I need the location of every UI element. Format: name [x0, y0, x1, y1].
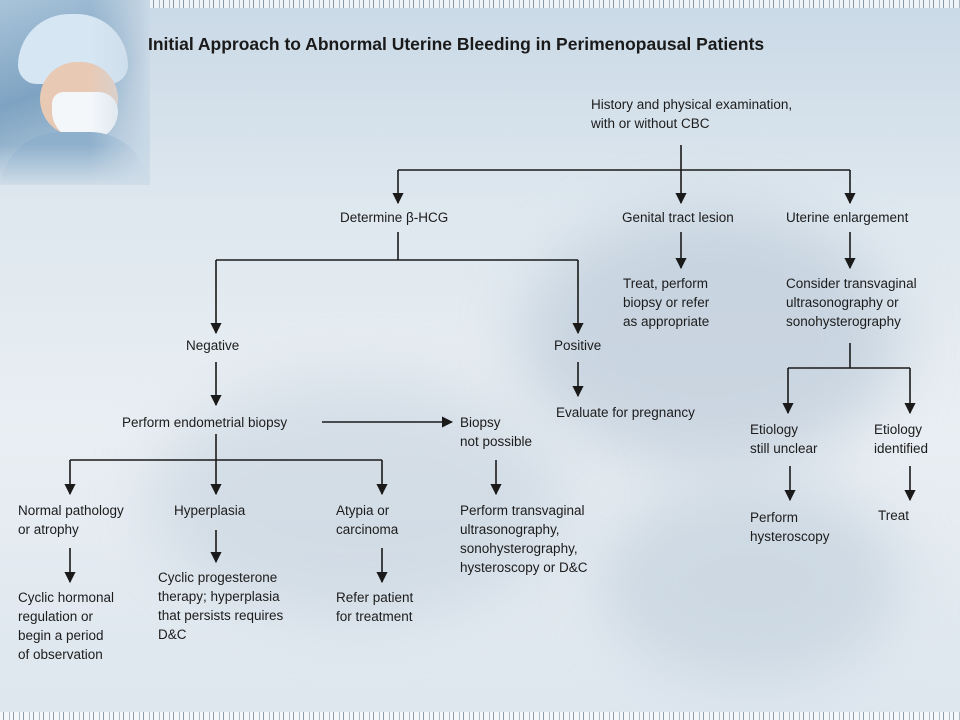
node-refer-patient: Refer patient for treatment: [336, 590, 414, 624]
node-cyclic-progesterone: Cyclic progesterone therapy; hyperplasia…: [158, 570, 284, 642]
node-treat-biopsy-refer: Treat, perform biopsy or refer as approp…: [623, 276, 710, 329]
node-hyperplasia: Hyperplasia: [174, 503, 246, 518]
node-atypia-carcinoma: Atypia or carcinoma: [336, 503, 399, 537]
node-history-exam: History and physical examination, with o…: [591, 97, 793, 131]
node-biopsy-not-possible: Biopsy not possible: [460, 415, 533, 449]
node-positive: Positive: [554, 338, 602, 353]
top-border-texture: [0, 0, 960, 8]
node-perform-hysteroscopy: Perform hysteroscopy: [750, 510, 830, 544]
background-blur: [600, 480, 900, 680]
node-genital-tract-lesion: Genital tract lesion: [622, 210, 734, 225]
surgeon-photo: [0, 0, 150, 185]
node-normal-pathology: Normal pathology or atrophy: [18, 503, 124, 537]
node-evaluate-pregnancy: Evaluate for pregnancy: [556, 405, 695, 420]
node-negative: Negative: [186, 338, 240, 353]
node-etiology-unclear: Etiology still unclear: [750, 422, 818, 456]
photo-fade-bottom: [0, 145, 150, 185]
node-determine-hcg: Determine β-HCG: [340, 210, 449, 225]
node-endometrial-biopsy: Perform endometrial biopsy: [122, 415, 288, 430]
background-blur: [520, 210, 900, 470]
node-consider-ultrasonography: Consider transvaginal ultrasonography or…: [786, 276, 917, 329]
bottom-border-texture: [0, 712, 960, 720]
node-cyclic-hormonal: Cyclic hormonal regulation or begin a pe…: [18, 590, 115, 662]
node-uterine-enlargement: Uterine enlargement: [786, 210, 909, 225]
background-blur: [150, 380, 570, 620]
slide-title: Initial Approach to Abnormal Uterine Ble…: [148, 34, 765, 54]
node-etiology-identified: Etiology identified: [874, 422, 929, 456]
node-perform-transvaginal: Perform transvaginal ultrasonography, so…: [460, 503, 588, 575]
node-treat: Treat: [878, 508, 910, 523]
